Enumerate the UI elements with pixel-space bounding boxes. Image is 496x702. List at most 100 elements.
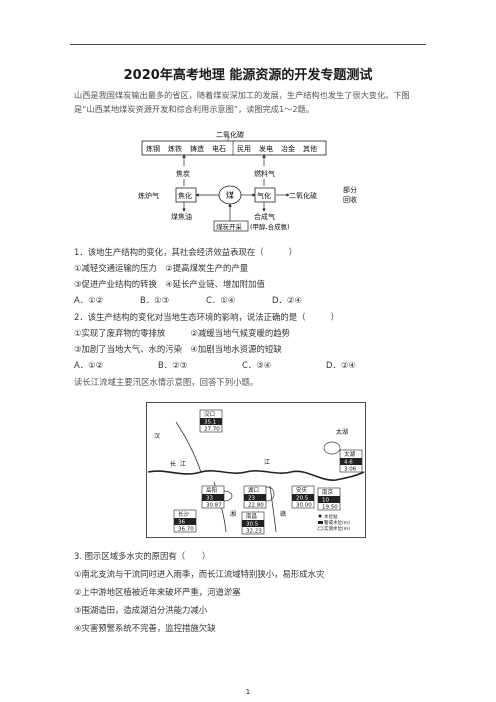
box-qihua [254, 187, 276, 203]
label-so2: 二氧化硫 [289, 191, 317, 200]
station-name: 安庆 [296, 486, 308, 494]
q3-statement-4: ④灾害预警系统不完善，监控措施欠缺 [74, 623, 216, 633]
q3-statement-1: ①南北支流与干流同时进入雨季，而长江流域特别狭小，易形成水灾 [74, 569, 325, 579]
q2-statement-b: ③加剧了当地大气、水的污染 ④加剧当地水资源的短缺 [74, 344, 282, 354]
q2-choices: A．①② B．②③ C．③④ D．②④ [74, 359, 356, 371]
station-name: 汉口 [204, 410, 215, 418]
top-item-4: 民用 [237, 145, 251, 153]
diagram-top-box [141, 140, 327, 156]
q1-choice-a: A．①② [74, 295, 104, 305]
station-warning: 20.5 [296, 496, 309, 502]
top-item-6: 冶金 [281, 144, 295, 153]
q2-choice-d: D．②④ [326, 360, 356, 370]
station-warning: 33 [206, 496, 213, 502]
label-meijiaoyou: 煤焦油 [171, 212, 192, 221]
q1-choice-b: B．①③ [140, 295, 170, 305]
label-meitan: 煤炭开采 [216, 222, 243, 231]
label-hechengqi-sub: (甲醇,合成氨) [250, 222, 290, 231]
station-name: 南京 [322, 488, 334, 496]
station-measured: 32.23 [246, 529, 262, 535]
map-label-jiang-2: 江 [264, 459, 270, 466]
map-label-chang: 长 [170, 460, 176, 468]
top-item-1: 炼铁 [168, 144, 182, 153]
q1-choices: A．①② B．①③ C．①④ D．②④ [74, 294, 302, 306]
station-measured: 3.06 [344, 467, 357, 473]
legend-station-icon [318, 514, 322, 518]
station-name: 南昌 [246, 512, 257, 520]
map-label-han: 汉 [154, 432, 160, 440]
map-label-jiang-1: 江 [180, 461, 186, 468]
yangtze-river [147, 470, 365, 481]
label-mei: 煤 [226, 190, 234, 200]
taihu-lake [323, 441, 341, 455]
q2-choice-c: C．③④ [242, 360, 272, 370]
q1-statement-b: ③促进产业结构的转换 ④延长产业链、增加附加值 [74, 279, 265, 289]
station-measured: 30.00 [296, 503, 312, 509]
label-shenglu: 炼炉气 [138, 191, 159, 200]
header-rule [70, 44, 426, 45]
station-yueyang: 岳阳 33 30.87 [201, 485, 225, 509]
station-anqing: 安庆 20.5 30.00 [291, 485, 315, 509]
diagram-top-items: 炼钢 炼铁 铸造 电石 民用 发电 冶金 其他 [146, 144, 317, 153]
station-nanchang: 南昌 30.5 32.23 [241, 511, 265, 535]
station-warning: 36 [178, 520, 185, 526]
map-label-gan: 赣 [280, 510, 286, 518]
station-name: 太湖 [344, 450, 356, 458]
station-nanjing: 南京 10 19.50 [317, 487, 341, 511]
station-warning: 30.5 [246, 522, 259, 528]
diagram-top-label: 二氧化碳 [216, 130, 244, 139]
station-hankou: 汉口 35.1 27.70 [199, 409, 223, 433]
legend-measured: 实测水位(m) [324, 525, 350, 532]
map-label-taihu: 太湖 [336, 428, 348, 436]
station-name: 长沙 [178, 510, 190, 518]
station-name: 湖口 [248, 486, 259, 494]
intro-paragraph-2: 读长江流域主要汛区水情示意图，回答下列小题。 [74, 377, 259, 387]
label-qihua: 气化 [257, 191, 271, 200]
label-huishou: 回收 [343, 195, 357, 204]
station-measured: 27.70 [204, 427, 220, 433]
top-item-5: 发电 [259, 144, 273, 153]
question-2: 2．该生产结构的变化对当地生态环境的影响，说法正确的是（ ） [74, 312, 339, 322]
station-warning: 35.1 [204, 420, 216, 426]
station-warning: 23 [248, 496, 255, 502]
legend-warning-swatch [318, 521, 323, 524]
label-hechengqi: 合成气 [254, 212, 275, 221]
q2-choice-b: B．②③ [158, 360, 188, 370]
label-ranliaoqi: 燃料气 [254, 169, 275, 178]
page-title: 2020年高考地理 能源资源的开发专题测试 [123, 68, 373, 83]
gan-river [269, 485, 277, 533]
q1-choice-d: D．②④ [272, 295, 302, 305]
yangtze-flood-map: 汉 长 江 江 太湖 湘 赣 汉口 35.1 27.70 岳阳 33 30.87… [146, 402, 366, 538]
station-measured: 19.50 [322, 505, 338, 511]
q1-choice-c: C．①④ [206, 295, 236, 305]
station-measured: 22.80 [248, 503, 264, 509]
label-jiaotan: 焦炭 [176, 169, 190, 178]
top-item-3: 电石 [212, 144, 226, 153]
station-measured: 30.87 [206, 503, 222, 509]
top-item-2: 铸造 [190, 144, 204, 153]
map-legend: 水位站 警戒水位(m) 实测水位(m) [317, 513, 350, 532]
box-meitan [213, 220, 249, 232]
coal-utilization-diagram: 二氧化碳 炼钢 炼铁 铸造 电石 民用 发电 冶金 其他 焦炭 燃料气 炼炉气 … [138, 130, 357, 232]
han-river [175, 421, 202, 473]
top-item-7: 其他 [303, 144, 317, 153]
station-name: 岳阳 [206, 486, 217, 494]
question-3: 3. 图示区域多水灾的原因有（ ） [74, 551, 211, 561]
q2-statement-a: ①实现了废弃物的零排放 ②减缓当地气候变暖的趋势 [74, 328, 291, 338]
station-warning: 10 [322, 498, 329, 504]
q3-statement-2: ②上中游地区植被近年来破坏严重，河道淤塞 [74, 587, 241, 597]
station-changsha: 长沙 36 36.70 [173, 509, 197, 533]
question-1: 1．该地生产结构的变化，其社会经济效益表现在（ ） [74, 247, 298, 257]
label-jiaohua: 焦化 [178, 191, 192, 200]
label-bufen: 部分 [343, 185, 357, 194]
station-boxes: 汉口 35.1 27.70 岳阳 33 30.87 湖口 23 22.80 安庆… [173, 409, 363, 535]
q3-statement-3: ③围湖造田，造成湖泊分洪能力减小 [74, 605, 208, 615]
q2-choice-a: A．①② [74, 360, 104, 370]
top-item-0: 炼钢 [146, 144, 160, 153]
legend-station: 水位站 [324, 513, 338, 520]
map-label-xiang: 湘 [230, 510, 236, 518]
station-measured: 36.70 [178, 527, 194, 533]
intro-paragraph-1: 山西是我国煤炭输出最多的省区，随着煤炭深加工的发展，生产结构也发生了很大变化。下… [74, 90, 410, 114]
station-warning: 4.6 [344, 460, 353, 466]
station-hukou: 湖口 23 22.80 [243, 485, 267, 509]
